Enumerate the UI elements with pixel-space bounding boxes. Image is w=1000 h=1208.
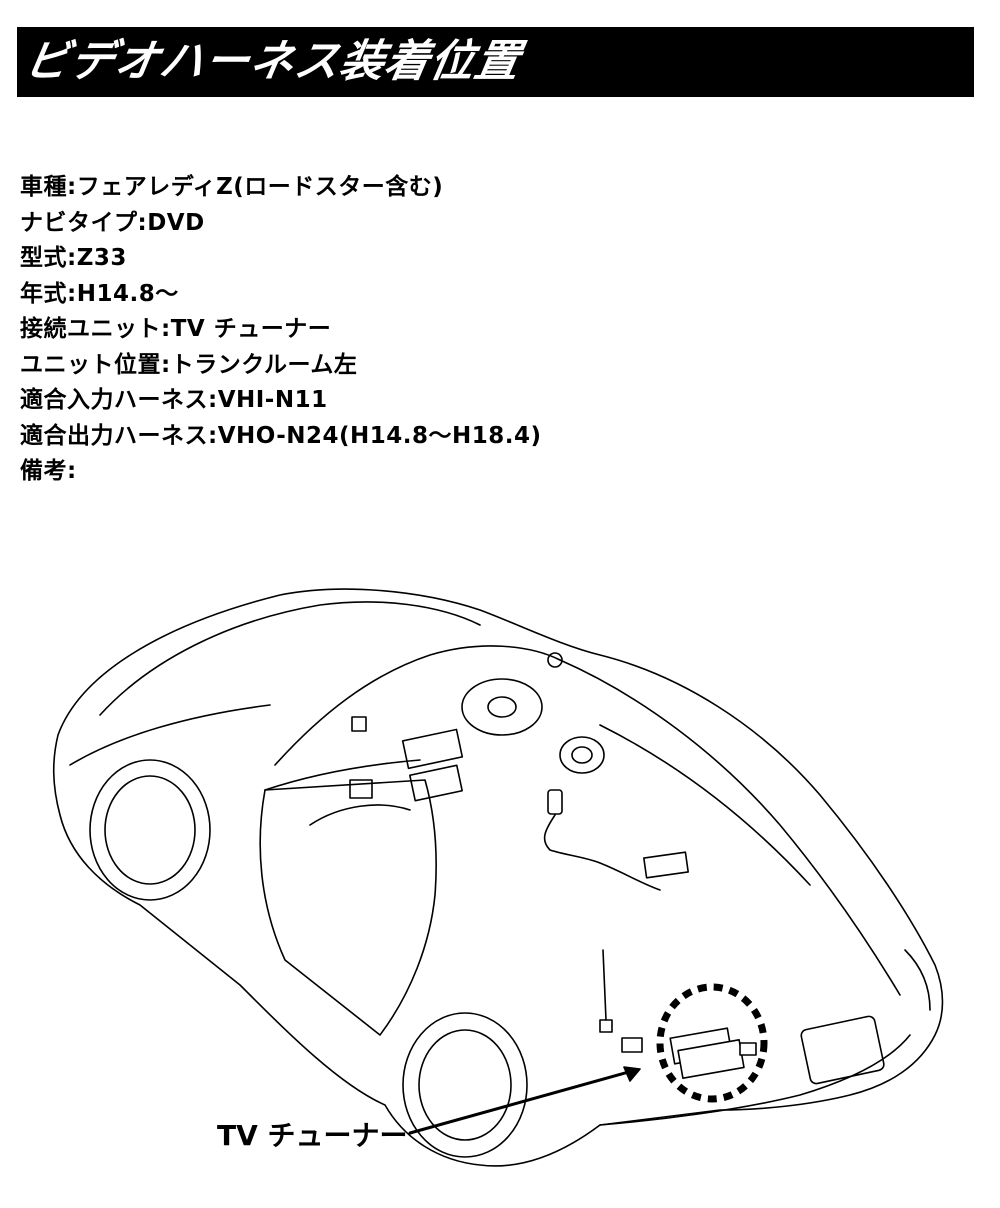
car-door (259, 779, 437, 1036)
front-wheel-rim (104, 775, 196, 885)
spec-row-input-harness: 適合入力ハーネス:VHI-N11 (20, 387, 328, 413)
navi-unit (401, 728, 464, 770)
spec-value: VHO-N24(H14.8～H18.4) (217, 422, 542, 449)
car-windshield (274, 645, 561, 766)
dash-small-box (351, 716, 367, 732)
handset-cord (543, 814, 661, 891)
spec-label: ユニット位置 (20, 351, 161, 378)
dash-box-left (349, 779, 373, 799)
car-trunk-deck (559, 659, 901, 996)
front-wheel (89, 759, 211, 901)
callout-arrow-head (623, 1066, 641, 1082)
spec-label: ナビタイプ (20, 209, 138, 236)
highlight-circle (656, 983, 768, 1103)
spec-value: TV チューナー (170, 316, 332, 342)
title-bar: ビデオハーネス装着位置 (17, 27, 974, 97)
car-hood-line (69, 704, 271, 766)
callout-arrow-line (408, 1068, 638, 1135)
spec-label: 型式 (20, 245, 67, 271)
car-body-outline (52, 588, 944, 1167)
spec-value: DVD (147, 209, 205, 236)
car-seat-left (309, 804, 411, 826)
antenna (602, 949, 607, 1021)
relay-unit (643, 851, 689, 879)
spec-row-vehicle: 車種:フェアレディZ(ロードスター含む) (20, 174, 444, 200)
center-console-unit (409, 764, 463, 802)
steering-wheel (461, 678, 543, 736)
car-installation-diagram (52, 588, 944, 1167)
spec-row-year: 年式:H14.8～ (20, 280, 179, 307)
rear-wheel-rim (418, 1029, 512, 1141)
car-roofline (99, 601, 481, 716)
antenna-base (599, 1019, 613, 1033)
spec-row-output-harness: 適合出力ハーネス:VHO-N24(H14.8～H18.4) (20, 422, 542, 449)
spec-row-model: 型式:Z33 (20, 245, 127, 271)
car-tail-light (904, 949, 931, 1011)
page-title: ビデオハーネス装着位置 (20, 36, 525, 87)
spec-value: フェアレディZ(ロードスター含む) (76, 174, 444, 200)
tv-tuner-unit (669, 1027, 757, 1079)
speaker (559, 736, 605, 774)
spec-label: 年式 (20, 280, 67, 307)
car-rear-deck (599, 724, 811, 886)
spec-row-unit-position: ユニット位置:トランクルーム左 (20, 351, 358, 378)
car-windshield-lower (264, 759, 421, 791)
spec-value: トランクルーム左 (170, 351, 358, 378)
license-plate (800, 1015, 885, 1085)
rear-wheel (402, 1012, 528, 1158)
spec-list: 車種:フェアレディZ(ロードスター含む) ナビタイプ:DVD 型式:Z33 年式… (20, 170, 542, 490)
speaker-center (571, 746, 593, 764)
spec-row-navi-type: ナビタイプ:DVD (20, 209, 205, 236)
spec-label: 車種 (20, 174, 67, 200)
handset (547, 789, 563, 815)
spec-label: 適合出力ハーネス (20, 422, 208, 449)
callout-label: TV チューナー (217, 1119, 408, 1152)
dash-knob (547, 652, 563, 668)
spec-value: Z33 (76, 245, 127, 271)
spec-row-unit: 接続ユニット:TV チューナー (20, 316, 332, 342)
spec-label: 備考 (20, 458, 67, 484)
spec-value: H14.8～ (76, 280, 179, 307)
steering-hub (487, 696, 517, 718)
connector-box (621, 1037, 643, 1053)
spec-label: 適合入力ハーネス (20, 387, 208, 413)
spec-label: 接続ユニット (20, 316, 161, 342)
spec-row-notes: 備考: (20, 458, 77, 484)
spec-value: VHI-N11 (217, 387, 328, 413)
